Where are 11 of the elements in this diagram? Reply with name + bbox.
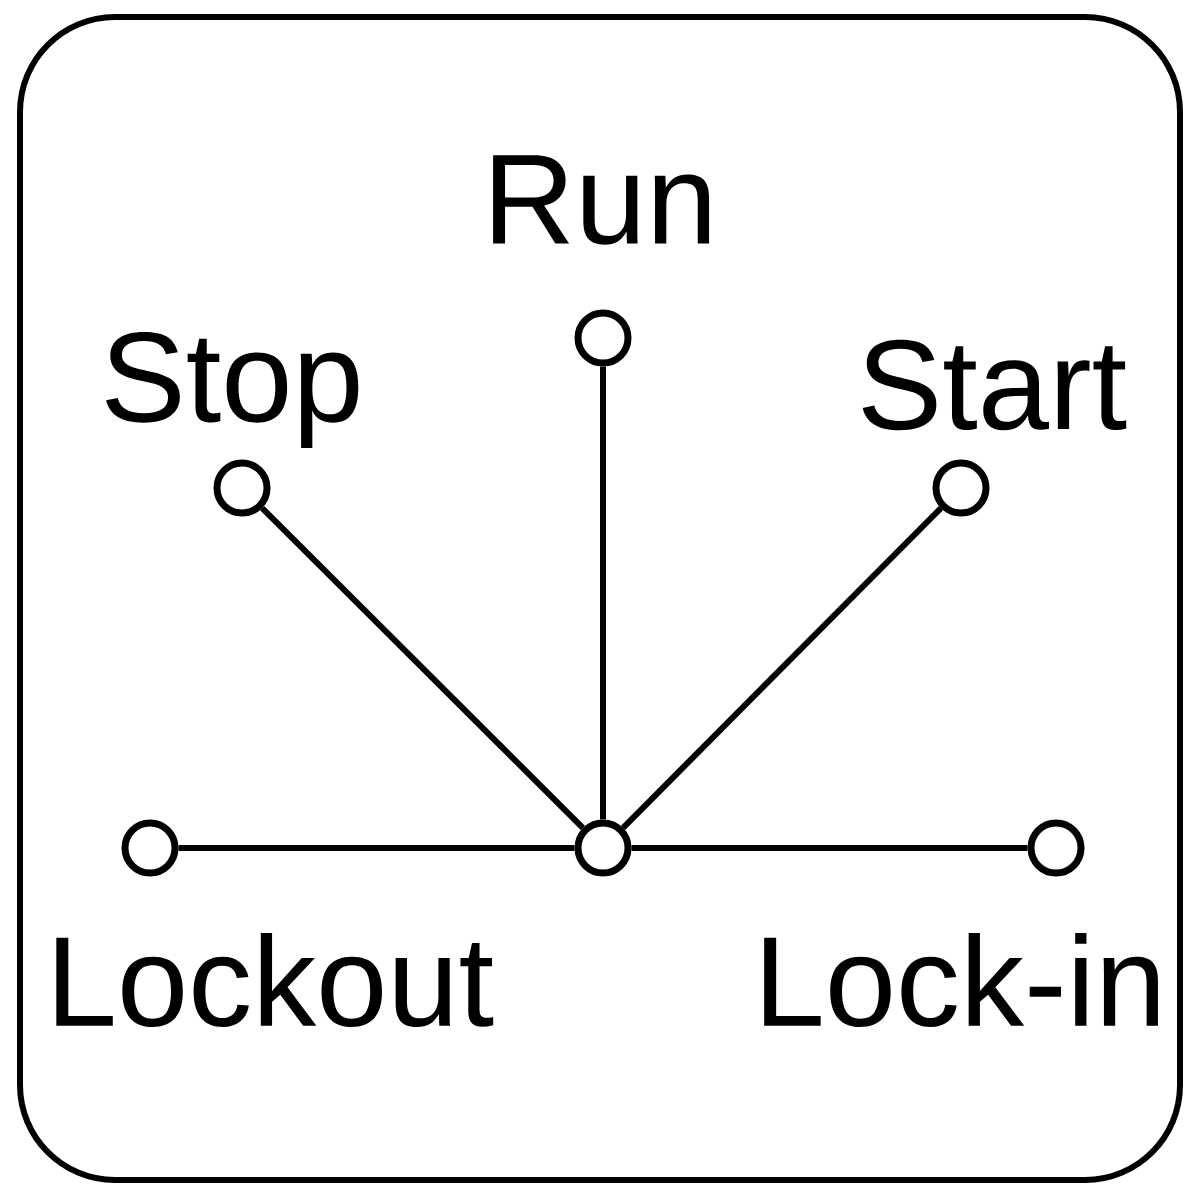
connector-line <box>631 845 1028 851</box>
connector-line <box>178 845 575 851</box>
position-label: Lock-in <box>764 933 1158 1027</box>
connector-line <box>620 506 944 830</box>
connector-line <box>600 366 606 820</box>
position-label: Stop <box>106 332 359 448</box>
connector-line <box>260 505 585 830</box>
position-label: Start <box>862 339 1127 431</box>
position-label: Run <box>493 155 710 245</box>
terminal-circle <box>574 819 632 877</box>
position-label: Lockout <box>56 933 494 1027</box>
